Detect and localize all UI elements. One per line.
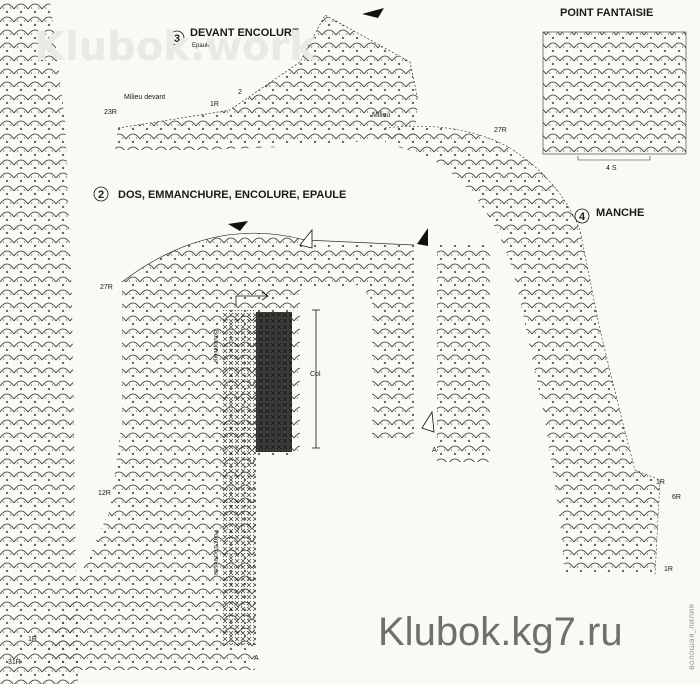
section2-boutonniere: Boutonnière — [212, 330, 218, 363]
section2-label-a2: A — [254, 655, 259, 662]
section3-title: DEVANT ENCOLURE — [190, 27, 299, 39]
marker-triangle-back-4 — [421, 410, 435, 433]
collar-dark-block — [256, 312, 292, 452]
section2-number: 2 — [98, 189, 104, 201]
marker-triangle-back-3 — [417, 228, 428, 246]
section2-title: DOS, EMMANCHURE, ENCOLURE, EPAULE — [118, 189, 346, 201]
collar-dimension — [312, 309, 320, 449]
watermark-side: волошая_лилия — [687, 604, 696, 670]
marker-triangle-back-2 — [299, 228, 313, 249]
watermark-top: Klubok.work — [34, 24, 317, 70]
section2-label-a: A — [432, 447, 437, 454]
section4-row-27: 27R — [494, 127, 507, 134]
section3-epaule: Epaule — [192, 43, 211, 49]
point-fantaisie-repeat: 4 S — [606, 165, 617, 172]
back-mesh-right — [437, 245, 490, 462]
left-panel-mesh — [0, 0, 78, 684]
section2-row-12: 12R — [98, 490, 111, 497]
section4-number-circle — [574, 208, 590, 224]
section4-milieu: Milieu — [372, 112, 390, 119]
front-neckline-mesh — [115, 15, 418, 150]
section3-number: 3 — [174, 33, 180, 45]
button-band-crosses — [222, 310, 256, 645]
section4-row-1b: 1R — [664, 566, 673, 573]
section3-number-circle — [169, 30, 185, 46]
section3-row-2: 2 — [238, 89, 242, 96]
section4-title: MANCHE — [596, 207, 644, 219]
sleeve-mesh — [385, 126, 660, 575]
section2-number-circle — [93, 186, 109, 202]
section2-point-ecrevisse: Point d'écrevisse — [212, 530, 218, 576]
band-arrow — [235, 291, 269, 306]
section2-col: Col — [310, 371, 321, 378]
section4-row-6: 6R — [672, 494, 681, 501]
front-neckline-outline — [117, 14, 419, 129]
section2-row-1: 1R — [28, 636, 37, 643]
watermark-bottom: Klubok.kg7.ru — [378, 610, 623, 654]
section2-row-31: 31R — [8, 659, 21, 666]
marker-triangle-back-1 — [228, 221, 248, 231]
swatch-mesh — [542, 31, 687, 155]
point-fantaisie-title: POINT FANTAISIE — [560, 7, 653, 19]
swatch-repeat-bracket — [577, 156, 651, 161]
section4-number: 4 — [579, 211, 586, 223]
marker-triangle-top — [362, 8, 384, 18]
section4-row-1a: 1R — [656, 479, 665, 486]
section3-row-23: 23R — [104, 109, 117, 116]
section2-row-27: 27R — [100, 284, 113, 291]
back-outline — [121, 232, 415, 283]
section3-row-1: 1R — [210, 101, 219, 108]
section3-milieu-devant: Milieu devant — [124, 94, 165, 101]
